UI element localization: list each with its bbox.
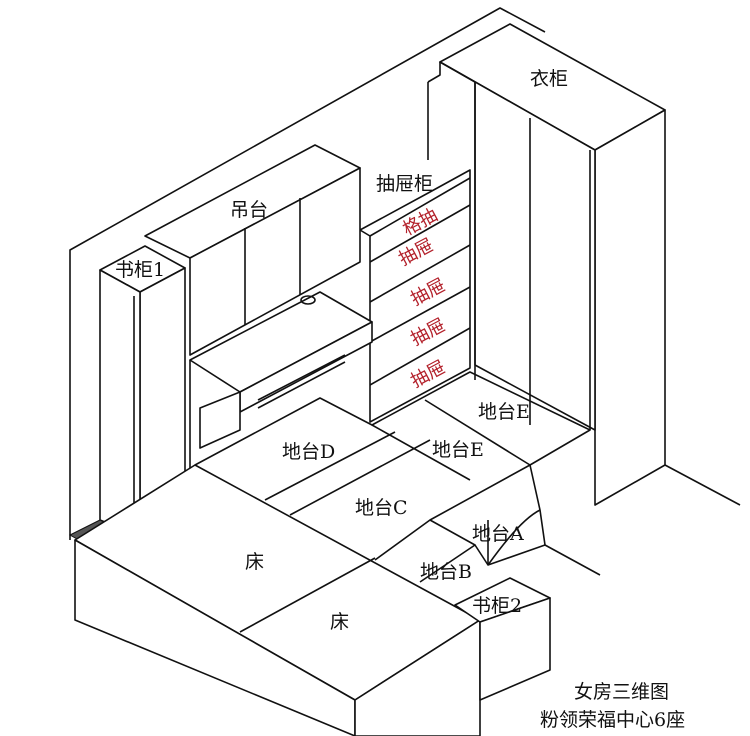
label-hanging-cabinet: 吊台 [230,199,268,221]
desk [189,291,373,470]
label-bookcase-1: 书柜1 [115,259,165,281]
label-platform-c: 地台C [355,497,408,519]
wardrobe [427,23,666,506]
hanging-cabinet [144,144,361,356]
bed [74,464,481,736]
label-bookcase-2: 书柜2 [472,595,522,617]
caption-subtitle: 粉领荣福中心6座 [540,709,685,731]
platforms [194,371,601,583]
label-platform-e-back: 地台E [478,401,530,423]
caption-title: 女房三维图 [574,681,669,703]
label-platform-e-front: 地台E [432,439,484,461]
bookcase-2 [454,577,551,701]
label-bed-front: 床 [330,611,349,633]
room-walls [69,7,741,540]
label-bed-back: 床 [245,551,264,573]
drawer-cabinet [359,169,471,423]
label-platform-a: 地台A [472,523,524,545]
label-wardrobe: 衣柜 [530,68,568,90]
label-platform-d: 地台D [282,441,335,463]
label-drawer-cabinet: 抽屉柜 [376,173,433,195]
label-platform-b: 地台B [420,561,472,583]
